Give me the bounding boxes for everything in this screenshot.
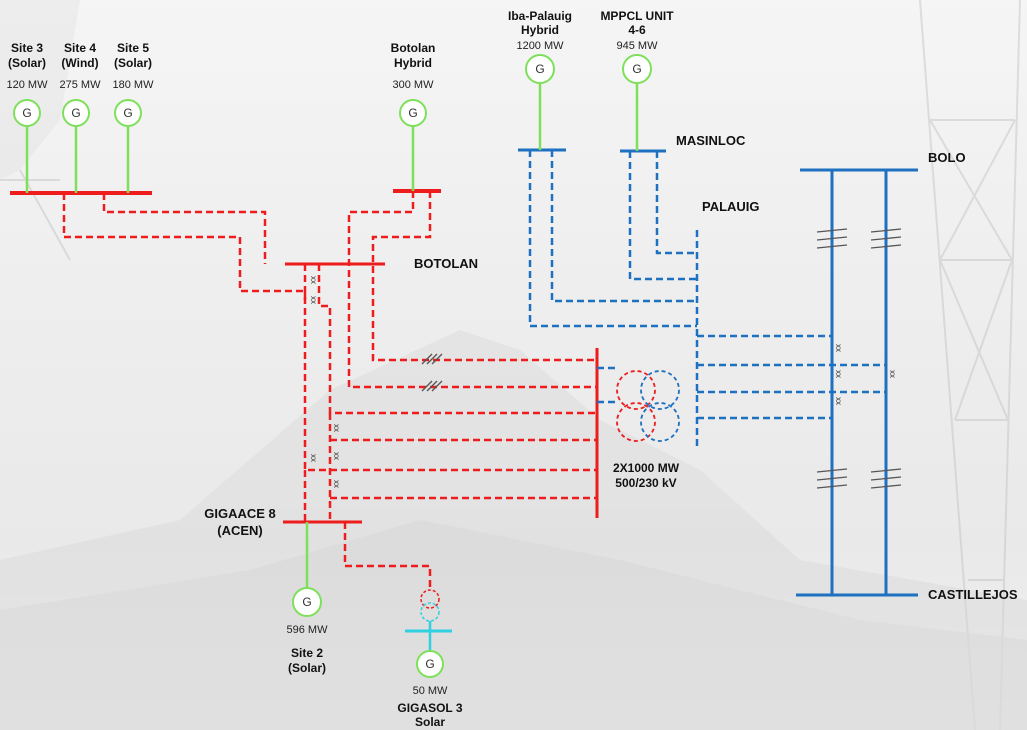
mppcl-units: 4-6 xyxy=(628,23,646,37)
site2-mw: 596 MW xyxy=(287,624,329,636)
generator-botolan-hybrid-icon: G xyxy=(399,99,427,127)
site5-type: (Solar) xyxy=(114,56,152,70)
botolan-hybrid-name: Botolan xyxy=(391,41,436,55)
svg-text:xx: xx xyxy=(309,296,318,304)
botolan-hybrid-mw: 300 MW xyxy=(393,79,435,91)
transformer-labels: 2X1000 MW 500/230 kV xyxy=(613,461,680,490)
red-system xyxy=(10,189,599,590)
site3-mw: 120 MW xyxy=(7,79,49,91)
transformer-rating: 2X1000 MW xyxy=(613,461,680,475)
generator-site2-icon: G xyxy=(292,587,322,617)
svg-text:xx: xx xyxy=(834,370,843,378)
svg-text:xx: xx xyxy=(309,454,318,462)
bus-label-palauig: PALAUIG xyxy=(702,199,760,214)
generator-labels: Site 3 (Solar) 120 MW Site 4 (Wind) 275 … xyxy=(7,9,675,729)
svg-text:G: G xyxy=(302,595,311,609)
svg-text:G: G xyxy=(632,62,641,76)
svg-text:xx: xx xyxy=(834,344,843,352)
generator-site5-icon: G xyxy=(114,99,142,127)
svg-text:G: G xyxy=(71,106,80,120)
blue-system xyxy=(518,148,918,597)
bus-label-acen: (ACEN) xyxy=(217,523,263,538)
mppcl-name: MPPCL UNIT xyxy=(600,9,674,23)
bus-label-botolan: BOTOLAN xyxy=(414,256,478,271)
transformer-500-230 xyxy=(616,370,680,442)
svg-text:xx: xx xyxy=(332,424,341,432)
transformer-voltage: 500/230 kV xyxy=(615,476,676,490)
iba-palauig-type: Hybrid xyxy=(521,23,559,37)
generator-gigasol3-icon: G xyxy=(416,650,444,678)
site4-type: (Wind) xyxy=(61,56,98,70)
site5-mw: 180 MW xyxy=(113,79,155,91)
generator-iba-palauig-icon: G xyxy=(525,54,555,84)
svg-text:xx: xx xyxy=(888,370,897,378)
svg-text:xx: xx xyxy=(309,276,318,284)
generator-symbols: G G G G G G G G xyxy=(13,54,652,678)
iba-palauig-name: Iba-Palauig xyxy=(508,9,572,23)
svg-text:G: G xyxy=(123,106,132,120)
svg-text:xx: xx xyxy=(834,397,843,405)
gigasol-bus xyxy=(405,621,452,652)
gigasol3-mw: 50 MW xyxy=(413,685,448,697)
site3-type: (Solar) xyxy=(8,56,46,70)
bus-label-gigaace: GIGAACE 8 xyxy=(204,506,276,521)
mppcl-mw: 945 MW xyxy=(617,40,659,52)
bus-label-castillejos: CASTILLEJOS xyxy=(928,587,1018,602)
svg-text:G: G xyxy=(408,106,417,120)
botolan-hybrid-type: Hybrid xyxy=(394,56,432,70)
generator-stems xyxy=(25,84,639,588)
svg-text:G: G xyxy=(535,62,544,76)
bus-label-bolo: BOLO xyxy=(928,150,966,165)
breaker-marks: xx xx xx xx xx xx xx xx xx xx xyxy=(309,276,897,488)
site4-mw: 275 MW xyxy=(60,79,102,91)
bus-label-masinloc: MASINLOC xyxy=(676,133,746,148)
site3-name: Site 3 xyxy=(11,41,43,55)
generator-site4-icon: G xyxy=(62,99,90,127)
svg-text:G: G xyxy=(425,657,434,671)
bus-labels: BOTOLAN MASINLOC PALAUIG BOLO CASTILLEJO… xyxy=(204,133,1018,602)
site2-type: (Solar) xyxy=(288,661,326,675)
gigasol3-type: Solar xyxy=(415,715,445,729)
site5-name: Site 5 xyxy=(117,41,149,55)
site4-name: Site 4 xyxy=(64,41,96,55)
generator-site3-icon: G xyxy=(13,99,41,127)
site2-name: Site 2 xyxy=(291,646,323,660)
svg-text:G: G xyxy=(22,106,31,120)
gigasol3-name: GIGASOL 3 xyxy=(397,701,462,715)
svg-text:xx: xx xyxy=(332,480,341,488)
generator-mppcl-icon: G xyxy=(622,54,652,84)
transformer-gigasol xyxy=(420,589,440,622)
svg-text:xx: xx xyxy=(332,452,341,460)
iba-palauig-mw: 1200 MW xyxy=(516,40,564,52)
